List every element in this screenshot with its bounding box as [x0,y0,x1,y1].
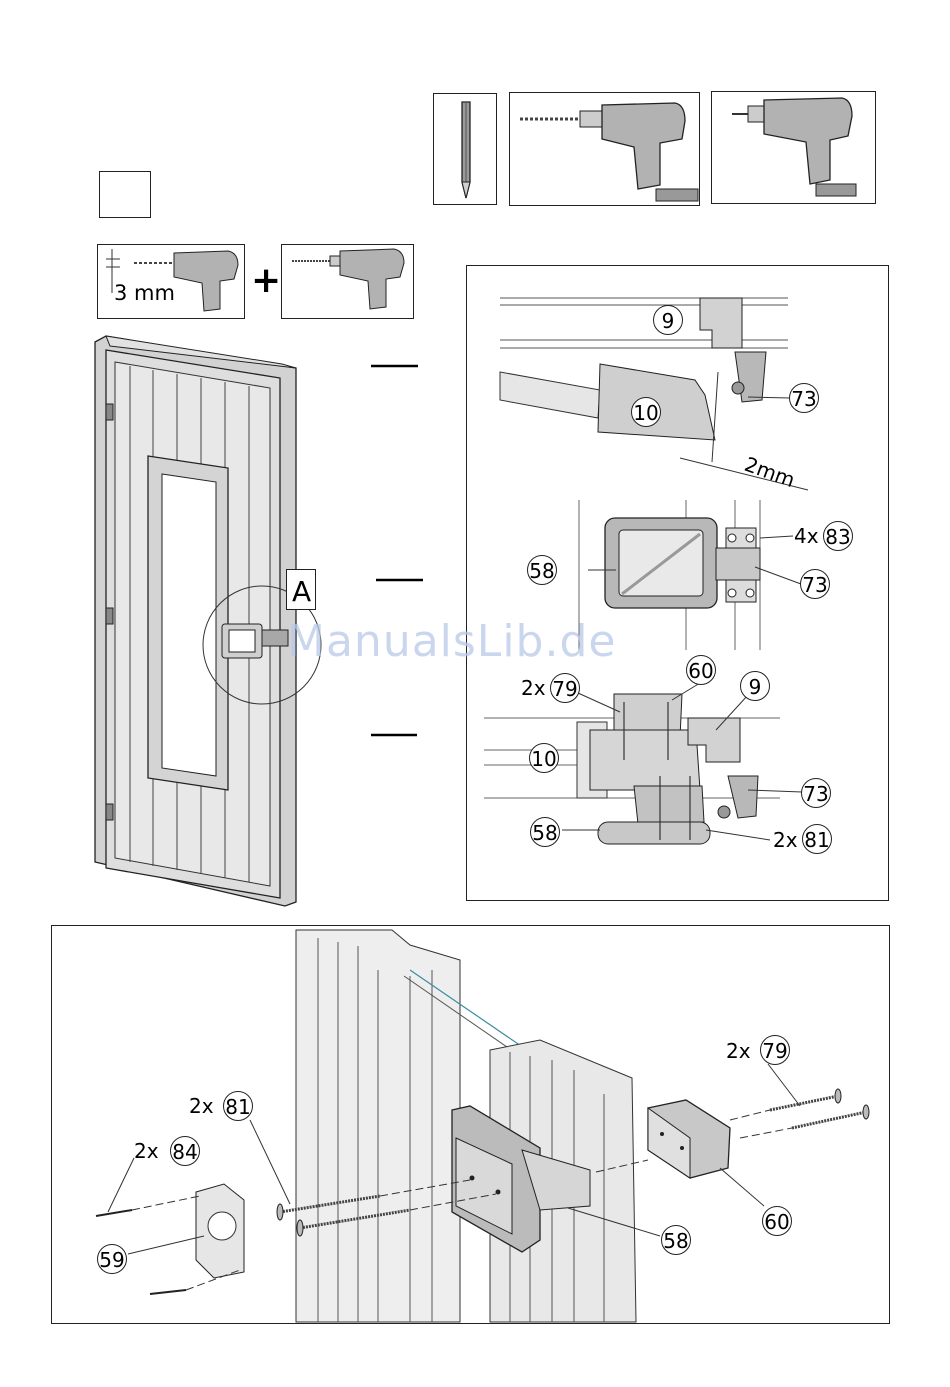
screw-79-qty: 2x [726,1041,751,1061]
screw-84-qty: 2x [134,1141,159,1161]
part-79: 79 [760,1035,790,1065]
part-84: 84 [170,1136,200,1166]
watermark-text: ManualsLib.de [287,616,616,667]
part-58: 58 [661,1225,691,1255]
part-60: 60 [762,1206,792,1236]
part-81: 81 [223,1091,253,1121]
part-59: 59 [97,1244,127,1274]
screw-81-qty: 2x [189,1096,214,1116]
